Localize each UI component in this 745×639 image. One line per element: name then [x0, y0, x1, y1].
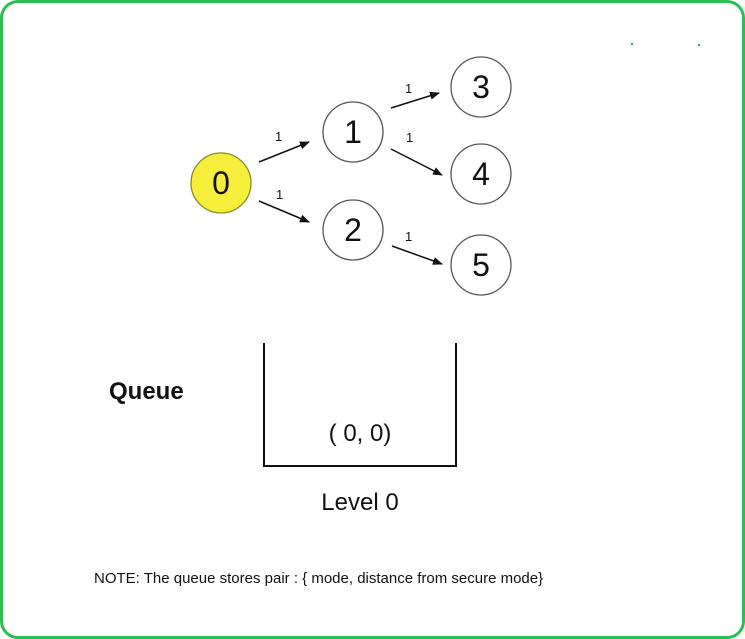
- edge-weight-1-3: 1: [405, 81, 412, 96]
- node-label-2: 2: [344, 212, 362, 248]
- graph-node-0: 0: [190, 152, 252, 214]
- edge-weight-2-5: 1: [405, 229, 412, 244]
- graph-node-5: 5: [450, 234, 512, 296]
- node-label-3: 3: [472, 69, 490, 105]
- node-circle-2: [322, 199, 384, 261]
- node-circle-0: [190, 152, 252, 214]
- stray-dot: [698, 44, 700, 46]
- queue-entry: ( 0, 0): [328, 420, 392, 447]
- node-label-1: 1: [344, 114, 362, 150]
- node-label-4: 4: [472, 156, 490, 192]
- node-circle-3: [450, 56, 512, 118]
- edge-arrow-1-3: [390, 91, 440, 109]
- node-circle-1: [322, 101, 384, 163]
- level-label: Level 0: [321, 489, 399, 516]
- graph-node-1: 1: [322, 101, 384, 163]
- edge-arrow-0-1: [258, 141, 310, 163]
- nodes-layer: 0 1 2 3 4 5: [190, 56, 512, 296]
- edges-layer: 1 1 1 1 1: [258, 81, 443, 265]
- node-label-0: 0: [212, 165, 230, 201]
- edge-weight-0-1: 1: [275, 129, 282, 144]
- node-label-5: 5: [472, 247, 490, 283]
- edge-arrow-0-2: [258, 200, 310, 223]
- node-circle-4: [450, 143, 512, 205]
- queue-title: Queue: [109, 378, 184, 405]
- stray-dot: [631, 43, 633, 45]
- edge-arrow-1-4: [390, 148, 443, 176]
- graph-node-3: 3: [450, 56, 512, 118]
- edge-weight-1-4: 1: [406, 130, 413, 145]
- edge-arrow-2-5: [391, 245, 443, 265]
- graph-node-4: 4: [450, 143, 512, 205]
- note-text: NOTE: The queue stores pair : { mode, di…: [94, 570, 544, 587]
- queue-container: [263, 343, 457, 467]
- graph-node-2: 2: [322, 199, 384, 261]
- node-circle-5: [450, 234, 512, 296]
- edge-weight-0-2: 1: [276, 187, 283, 202]
